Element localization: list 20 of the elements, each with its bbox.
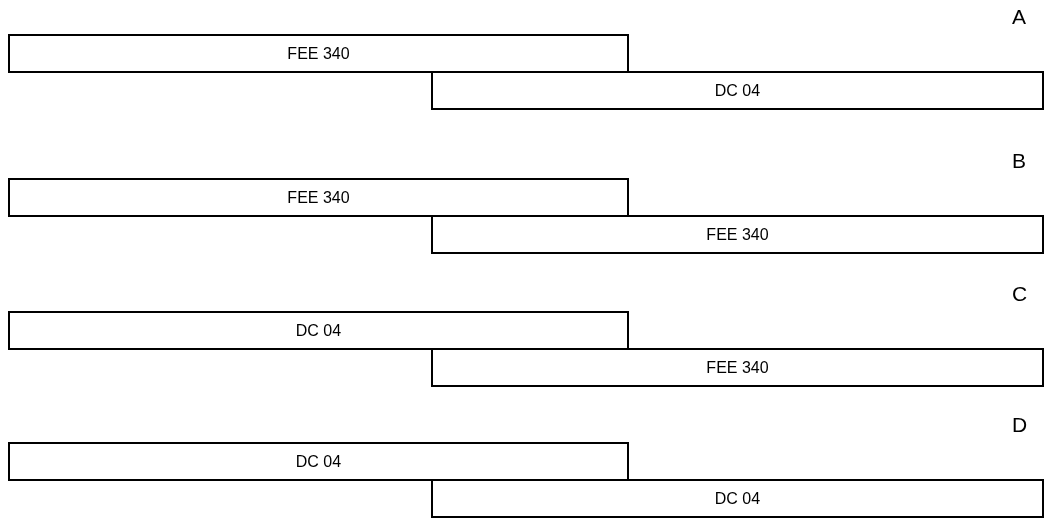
bar-label: FEE 340 — [706, 225, 769, 244]
bar — [8, 178, 629, 217]
bar-label: FEE 340 — [287, 44, 350, 63]
bar-label: DC 04 — [295, 452, 342, 471]
bar-label: DC 04 — [714, 489, 761, 508]
bar-label: FEE 340 — [287, 188, 350, 207]
panel-letter: B — [1012, 150, 1026, 171]
panel-letter: A — [1012, 6, 1026, 27]
bar — [431, 348, 1044, 387]
bar-label: FEE 340 — [706, 358, 769, 377]
bar — [8, 34, 629, 73]
bar — [8, 311, 629, 350]
bar-label: DC 04 — [295, 321, 342, 340]
bar — [431, 71, 1044, 110]
panel-letter: D — [1012, 414, 1028, 435]
panel-letter: C — [1012, 283, 1028, 304]
bar — [431, 215, 1044, 254]
bar — [431, 479, 1044, 518]
bar — [8, 442, 629, 481]
bar-label: DC 04 — [714, 81, 761, 100]
